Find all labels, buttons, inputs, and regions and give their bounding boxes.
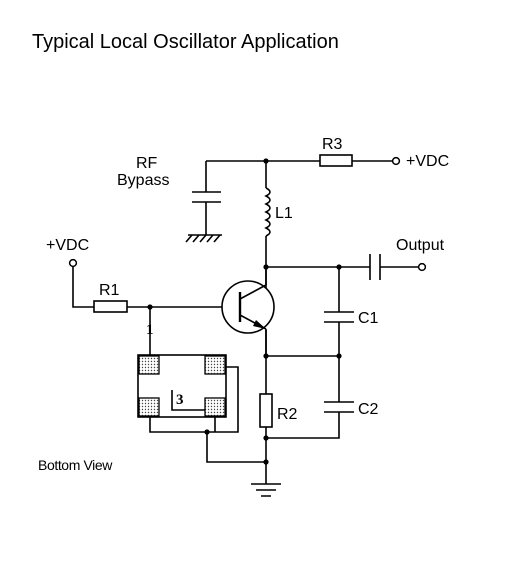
label-output: Output <box>396 237 445 254</box>
output-capacitor <box>266 254 427 280</box>
emitter-node <box>263 330 342 394</box>
rf-bypass-capacitor <box>192 191 221 235</box>
label-rf: RF <box>136 155 158 172</box>
label-pin1: 1 <box>146 322 154 338</box>
label-c2: C2 <box>358 401 379 418</box>
package-bottom-view <box>137 354 266 463</box>
label-vdc-right: +VDC <box>406 153 449 170</box>
capacitor-c2 <box>266 401 354 439</box>
top-wire <box>205 158 320 192</box>
page-title: Typical Local Oscillator Application <box>32 31 339 53</box>
capacitor-c1 <box>324 267 354 402</box>
label-bypass: Bypass <box>117 172 169 189</box>
label-vdc-left: +VDC <box>46 237 89 254</box>
npn-transistor-icon <box>221 267 275 356</box>
terminal-icon <box>391 156 401 166</box>
label-bottom-view: Bottom View <box>38 457 113 473</box>
label-c1: C1 <box>358 310 379 327</box>
label-l1: L1 <box>275 205 293 222</box>
resistor-r3 <box>319 154 392 167</box>
ground-icon <box>251 483 281 497</box>
label-r3: R3 <box>322 136 343 153</box>
resistor-r1 <box>68 258 222 360</box>
resistor-r2 <box>259 393 273 484</box>
chassis-ground-icon <box>185 234 222 243</box>
label-r1: R1 <box>99 282 120 299</box>
label-r2: R2 <box>277 406 298 423</box>
label-pin3: 3 <box>176 392 184 408</box>
